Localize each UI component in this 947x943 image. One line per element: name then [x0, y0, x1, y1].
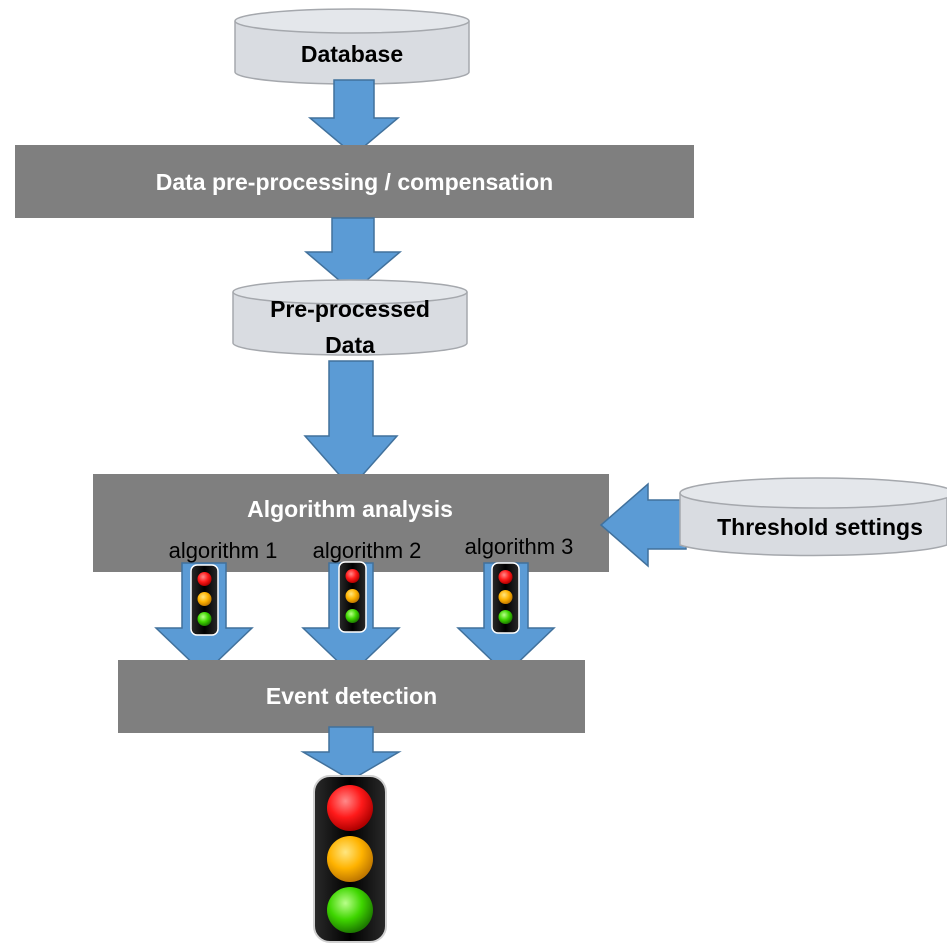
traffic-light-icon: [338, 561, 367, 633]
preprocessed-data-cylinder-icon: [232, 279, 468, 356]
down-arrow-icon: [307, 79, 401, 156]
down-arrow-icon: [300, 726, 402, 781]
threshold-settings-cylinder-icon: [679, 477, 947, 557]
algorithm-1-label: algorithm 1: [168, 538, 278, 563]
preprocessing-box: [15, 145, 694, 218]
left-arrow-icon: [599, 482, 687, 568]
database-cylinder-icon: [234, 8, 470, 85]
down-arrow-icon: [303, 217, 403, 293]
threshold-settings-label: Threshold settings: [717, 514, 923, 540]
traffic-light-icon: [491, 562, 520, 634]
event-detection-label: Event detection: [265, 683, 438, 709]
down-arrow-icon: [303, 360, 399, 490]
preprocessed-data-label-line2: Data: [325, 332, 375, 358]
preprocessing-label: Data pre-processing / compensation: [155, 169, 554, 195]
preprocessed-data-label-line1: Pre-processed: [270, 296, 430, 322]
traffic-light-icon: [190, 564, 219, 636]
algorithm-2-label: algorithm 2: [312, 538, 422, 563]
traffic-light-icon: [313, 775, 387, 943]
database-label: Database: [300, 41, 404, 67]
algorithm-analysis-label: Algorithm analysis: [247, 496, 453, 522]
event-detection-box: [118, 660, 585, 733]
algorithm-3-label: algorithm 3: [464, 534, 574, 559]
algorithm-analysis-box: [93, 474, 609, 572]
